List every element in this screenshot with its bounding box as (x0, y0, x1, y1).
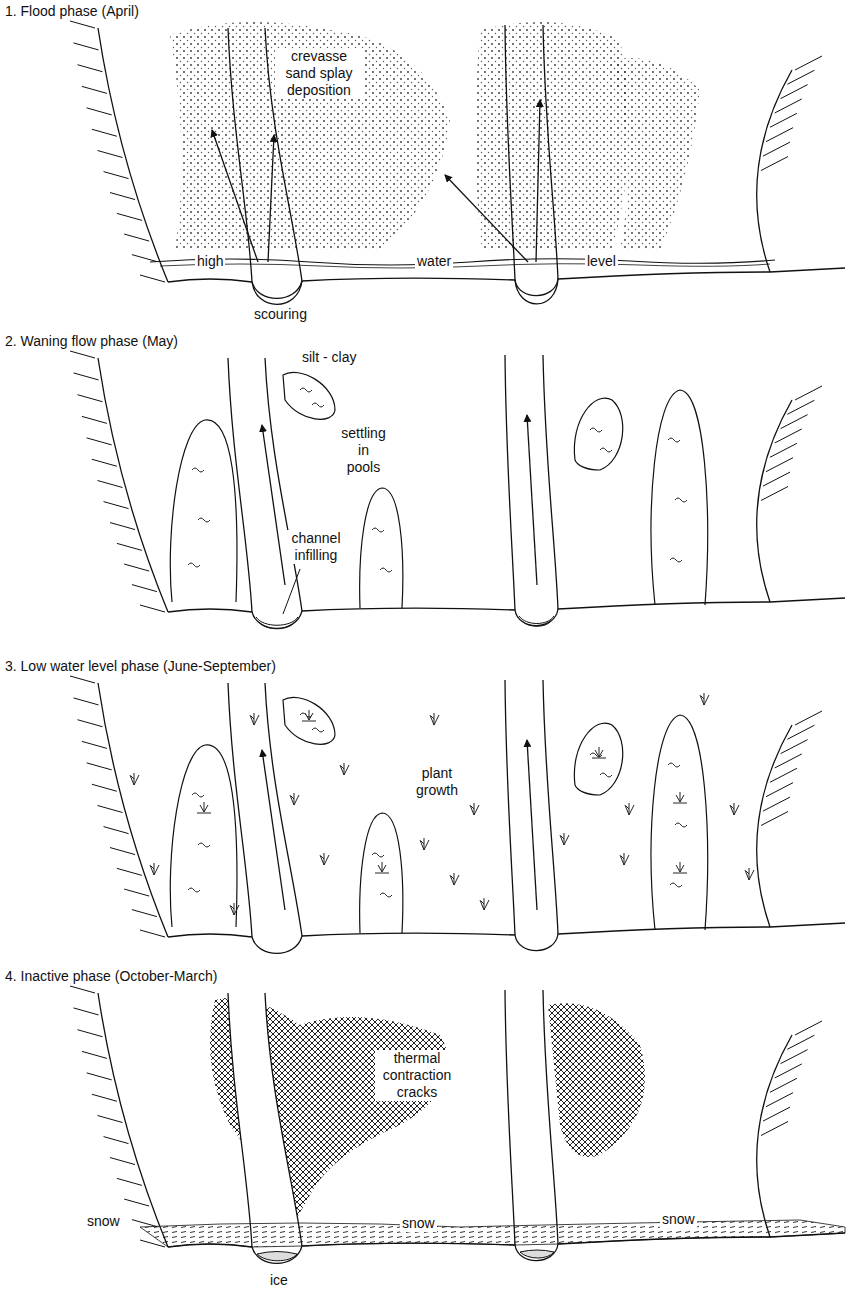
panel-heading: 3. Low water level phase (June-September… (3, 658, 278, 675)
label: scouring (252, 306, 309, 323)
label: crevasse sand splay deposition (275, 48, 363, 99)
panel-heading: 1. Flood phase (April) (3, 3, 141, 20)
label: level (585, 253, 618, 270)
label: snow (85, 1213, 122, 1230)
label: water (415, 253, 453, 270)
panel-heading: 4. Inactive phase (October-March) (3, 968, 219, 985)
label: channel infilling (286, 530, 346, 564)
label: ice (268, 1272, 290, 1289)
panel-heading: 2. Waning flow phase (May) (3, 333, 180, 350)
label: plant growth (410, 765, 464, 799)
label: thermal contraction cracks (375, 1050, 459, 1101)
label: snow (400, 1215, 437, 1232)
label: silt - clay (300, 349, 358, 366)
label: snow (660, 1211, 697, 1228)
label: settling in pools (338, 425, 389, 476)
label: high (195, 253, 225, 270)
